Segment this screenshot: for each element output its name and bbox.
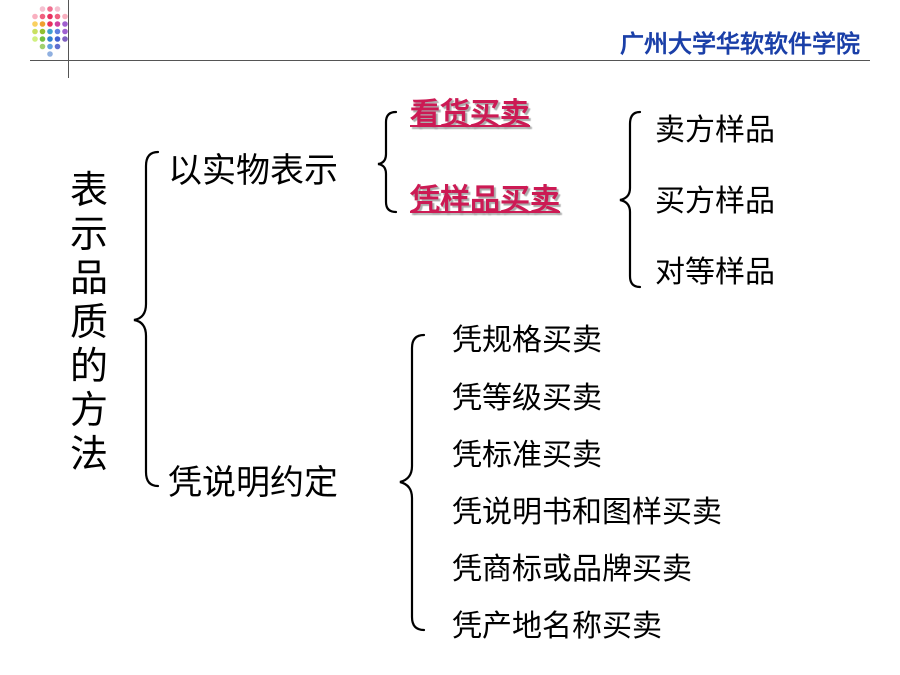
branch-physical-label: 以实物表示 <box>168 151 338 191</box>
logo-dot <box>54 43 61 50</box>
logo-dot <box>47 6 53 12</box>
header-horizontal-rule <box>30 60 870 61</box>
logo-dot <box>47 21 53 27</box>
logo-dot <box>39 21 46 27</box>
description-item: 凭规格买卖 <box>452 323 602 358</box>
main-title-char: 法 <box>69 432 108 476</box>
logo-dot <box>47 43 53 50</box>
main-title-char: 的 <box>69 344 108 388</box>
description-item: 凭说明书和图样买卖 <box>452 495 722 530</box>
sample-type-item: 对等样品 <box>655 255 775 290</box>
header-vertical-rule <box>68 0 69 78</box>
branch-description-label: 凭说明约定 <box>168 463 338 503</box>
logo-dot <box>62 21 68 27</box>
link-inspection-trade[interactable]: 看货买卖 <box>410 97 530 132</box>
description-item: 凭商标或品牌买卖 <box>452 552 692 587</box>
logo-dot <box>47 13 53 20</box>
logo-dot <box>54 28 61 35</box>
sample-type-item: 买方样品 <box>655 184 775 219</box>
main-title-char: 方 <box>69 388 108 432</box>
main-title-vertical: 表 示 品 质 的 方 法 <box>66 168 112 476</box>
logo-dot-grid-icon <box>32 6 68 57</box>
logo-dot <box>32 28 38 35</box>
logo-dot <box>54 36 61 42</box>
main-title-char: 示 <box>69 212 108 256</box>
description-item: 凭标准买卖 <box>452 438 602 473</box>
logo-dot <box>62 13 68 20</box>
main-title-char: 品 <box>69 256 108 300</box>
sample-type-item: 卖方样品 <box>655 113 775 148</box>
logo-dot <box>54 13 61 20</box>
logo-dot <box>39 28 46 35</box>
description-item: 凭产地名称买卖 <box>452 609 662 644</box>
logo-dot <box>62 28 68 35</box>
logo-dot <box>32 21 38 27</box>
logo-dot <box>54 21 61 27</box>
description-item: 凭等级买卖 <box>452 381 602 416</box>
logo-dot <box>47 51 53 57</box>
logo-dot <box>54 6 61 12</box>
logo-dot <box>47 36 53 42</box>
logo-dot <box>39 43 46 50</box>
main-title-char: 质 <box>69 300 108 344</box>
header-title: 广州大学华软软件学院 <box>620 30 860 58</box>
sample-brace <box>619 110 642 289</box>
link-sample-trade[interactable]: 凭样品买卖 <box>410 183 560 218</box>
logo-dot <box>39 36 46 42</box>
logo-dot <box>47 28 53 35</box>
description-brace <box>399 333 426 632</box>
physical-brace <box>377 110 398 214</box>
logo-dot <box>39 6 46 12</box>
logo-dot <box>39 13 46 20</box>
logo-dot <box>32 13 38 20</box>
main-brace <box>133 150 160 488</box>
main-title-char: 表 <box>69 168 108 212</box>
logo-dot <box>32 36 38 42</box>
logo-dot <box>62 36 68 42</box>
